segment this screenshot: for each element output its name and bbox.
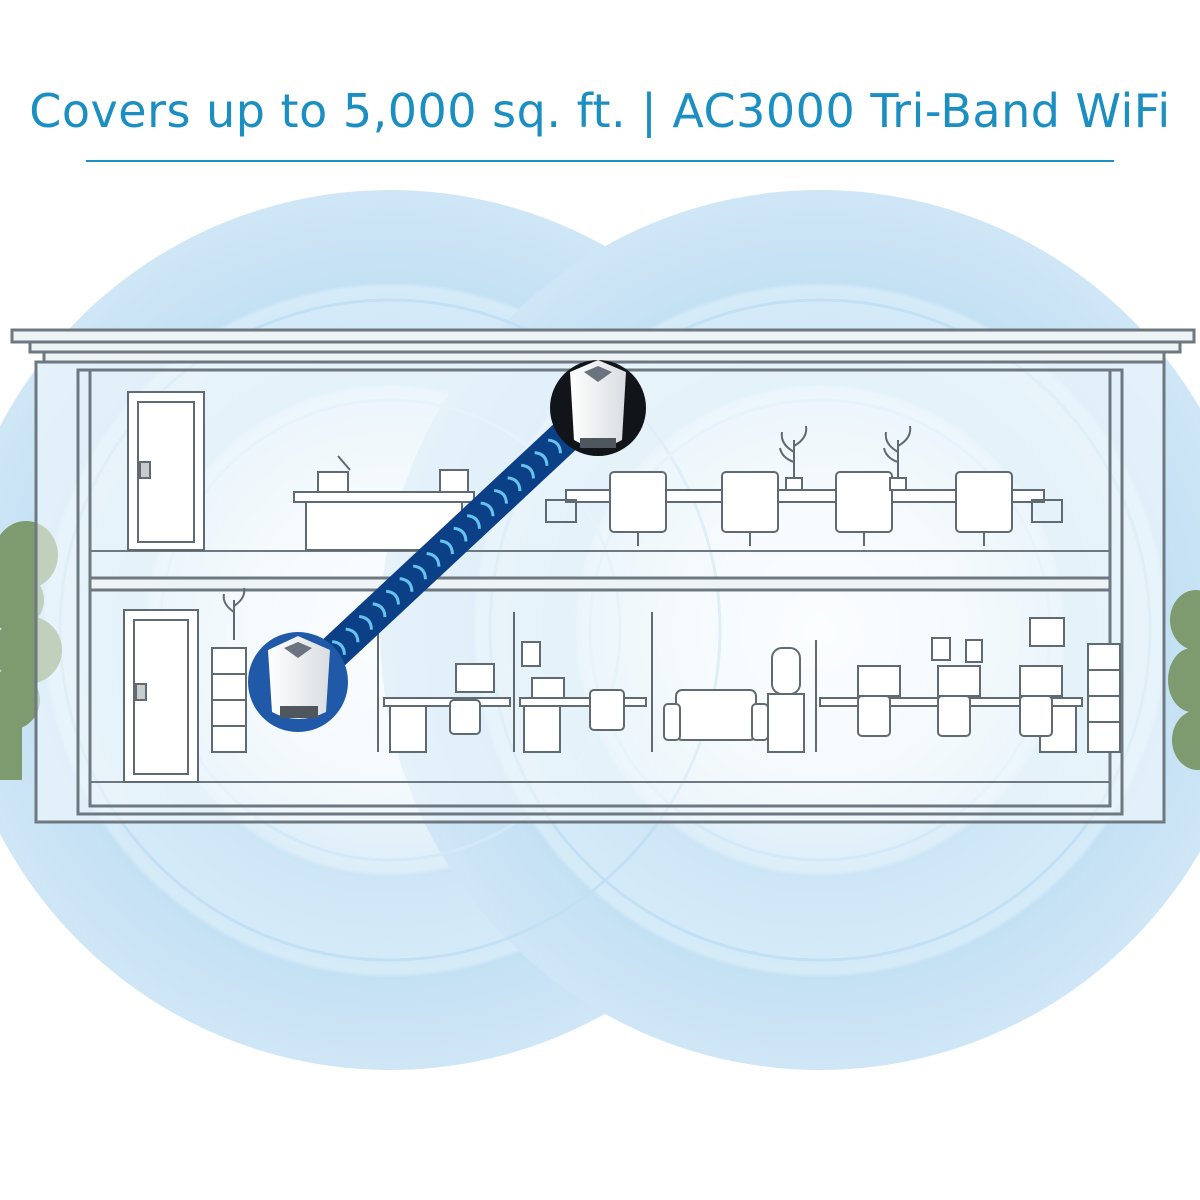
signal-arc bbox=[426, 551, 441, 567]
signal-arc bbox=[439, 539, 454, 555]
filing-cabinet bbox=[1087, 643, 1121, 753]
lower-floor bbox=[123, 587, 1121, 783]
sofa bbox=[675, 689, 757, 741]
signal-arc bbox=[412, 564, 427, 580]
signal-arc bbox=[466, 514, 481, 529]
plant bbox=[222, 587, 246, 640]
conference-chairs bbox=[609, 471, 1013, 546]
office-chairs bbox=[449, 689, 1053, 737]
signal-arc bbox=[493, 488, 508, 504]
tree-icon bbox=[1168, 590, 1200, 770]
signal-arc bbox=[358, 614, 373, 630]
headline: Covers up to 5,000 sq. ft. | AC3000 Tri-… bbox=[29, 84, 1171, 138]
signal-arc bbox=[385, 589, 400, 605]
monitors bbox=[455, 663, 1063, 699]
signal-arc bbox=[534, 451, 549, 466]
plant bbox=[779, 425, 912, 491]
cubicle-partitions bbox=[377, 612, 817, 752]
signal-arc bbox=[331, 640, 346, 655]
signal-wave-icon bbox=[288, 419, 582, 697]
satellite-unit-icon bbox=[248, 632, 348, 732]
signal-arc bbox=[345, 627, 360, 643]
signal-arc bbox=[453, 526, 468, 542]
signal-arc bbox=[372, 602, 387, 618]
upper-floor bbox=[127, 391, 1063, 551]
headline-underline bbox=[86, 160, 1114, 162]
water-cooler bbox=[767, 693, 805, 753]
conference-table bbox=[565, 489, 1045, 503]
signal-arc bbox=[480, 501, 495, 517]
signal-arc bbox=[399, 577, 414, 592]
reception-desk bbox=[293, 491, 475, 503]
wall-pictures bbox=[521, 617, 1065, 667]
signal-arc bbox=[507, 476, 522, 492]
signal-arc bbox=[520, 463, 535, 479]
router-unit-icon bbox=[550, 360, 646, 456]
signal-arc bbox=[547, 438, 562, 454]
